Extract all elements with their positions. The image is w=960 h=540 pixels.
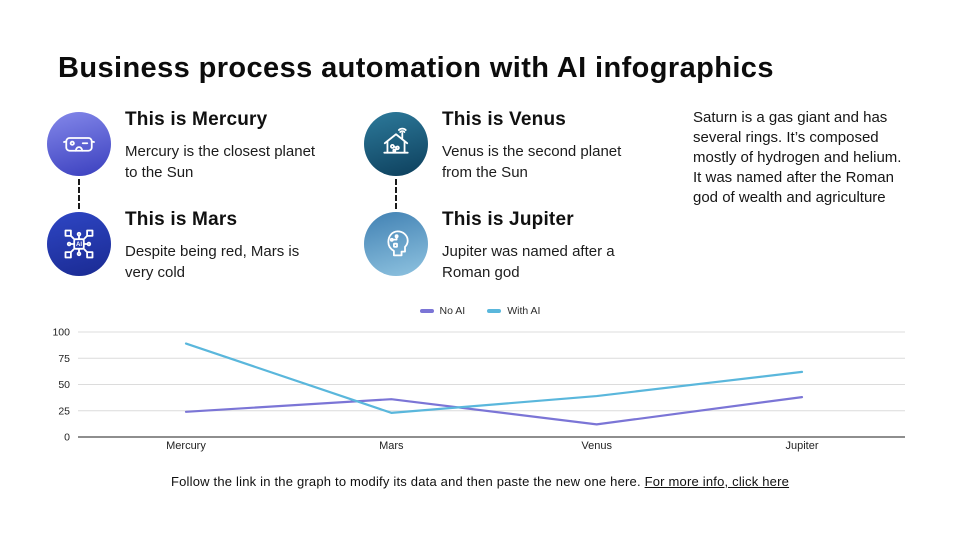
svg-text:50: 50 xyxy=(58,379,70,391)
svg-text:0: 0 xyxy=(64,432,70,444)
svg-text:100: 100 xyxy=(52,327,70,339)
svg-text:25: 25 xyxy=(58,405,70,417)
vr-headset-icon xyxy=(63,137,95,152)
feature-venus-heading: This is Venus xyxy=(442,109,567,130)
feature-jupiter: This is Jupiter Jupiter was named after … xyxy=(364,209,615,281)
feature-mercury: This is Mercury Mercury is the closest p… xyxy=(47,109,315,181)
feature-venus-body: Venus is the second planet from the Sun xyxy=(442,143,622,181)
feature-jupiter-body: Jupiter was named after a Roman god xyxy=(442,243,615,281)
legend-swatch-no-ai xyxy=(419,309,434,313)
svg-text:75: 75 xyxy=(58,353,70,365)
smart-home-icon xyxy=(383,127,409,154)
feature-mars-badge: AI xyxy=(47,212,111,276)
legend-label-with-ai: With AI xyxy=(507,305,541,317)
dashed-connector xyxy=(395,179,397,209)
feature-venus-badge xyxy=(364,112,428,176)
footer-note: Follow the link in the graph to modify i… xyxy=(0,474,960,489)
feature-venus: This is Venus Venus is the second planet… xyxy=(364,109,621,181)
chart-legend: No AI With AI xyxy=(0,305,960,317)
side-note: Saturn is a gas giant and has several ri… xyxy=(693,109,902,206)
feature-mars-heading: This is Mars xyxy=(125,209,238,230)
legend-item-no-ai: No AI xyxy=(419,305,466,317)
svg-text:Jupiter: Jupiter xyxy=(785,440,818,452)
svg-text:Venus: Venus xyxy=(581,440,612,452)
legend-item-with-ai: With AI xyxy=(487,305,540,317)
feature-jupiter-badge xyxy=(364,212,428,276)
ai-chip-icon: AI xyxy=(64,229,94,259)
legend-swatch-with-ai xyxy=(487,309,502,313)
svg-text:Mars: Mars xyxy=(379,440,404,452)
svg-text:Mercury: Mercury xyxy=(166,440,206,452)
dashed-connector xyxy=(78,179,80,209)
svg-text:AI: AI xyxy=(76,242,82,248)
footer-text: Follow the link in the graph to modify i… xyxy=(170,474,645,489)
feature-mercury-badge xyxy=(47,112,111,176)
feature-mercury-body: Mercury is the closest planet to the Sun xyxy=(125,143,316,181)
feature-mercury-heading: This is Mercury xyxy=(125,109,268,130)
feature-mars-body: Despite being red, Mars is very cold xyxy=(125,243,300,281)
legend-label-no-ai: No AI xyxy=(439,305,466,317)
more-info-link[interactable]: For more info, click here xyxy=(644,474,790,489)
page-title: Business process automation with AI info… xyxy=(58,52,774,84)
feature-jupiter-heading: This is Jupiter xyxy=(442,209,574,230)
feature-mars: AI This is Mars Despite being red, Mars … xyxy=(47,209,299,281)
ai-head-icon xyxy=(387,230,409,257)
